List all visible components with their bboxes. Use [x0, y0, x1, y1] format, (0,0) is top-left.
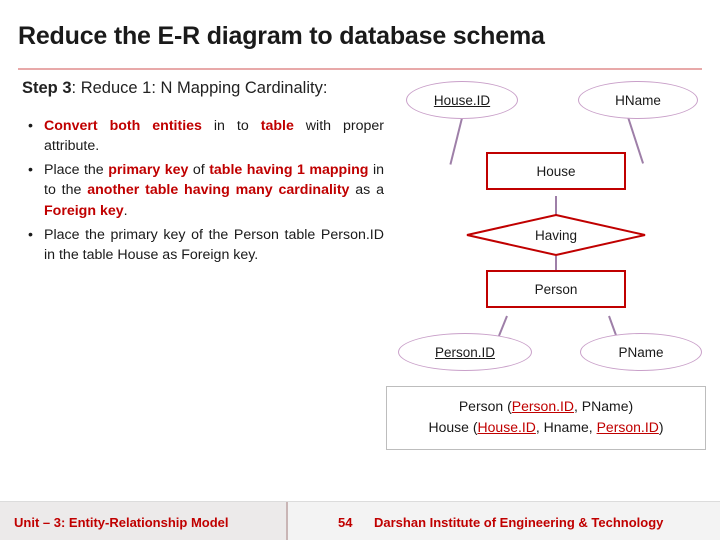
node-person-id-attribute[interactable]: Person.ID: [398, 333, 532, 371]
step-heading: Step 3: Reduce 1: N Mapping Cardinality:: [22, 79, 327, 98]
bullet-marker-icon: •: [28, 162, 33, 179]
footer-left-block: [0, 502, 288, 540]
bullet-text-segment: another table having many cardinality: [87, 182, 350, 199]
schema-house-suffix: ): [658, 419, 664, 435]
bullet-item: • Place the primary key of the Person tab…: [22, 225, 384, 265]
page-title: Reduce the E-R diagram to database schem…: [18, 22, 545, 50]
node-pname-attribute[interactable]: PName: [580, 333, 702, 371]
schema-line-house: House (House.ID, Hname, Person.ID): [397, 417, 695, 438]
schema-result-box: Person (Person.ID, PName) House (House.I…: [386, 386, 706, 450]
connector-house-having: [555, 196, 557, 228]
bullet-marker-icon: •: [28, 226, 33, 243]
node-hname-label: HName: [615, 92, 661, 108]
schema-person-prefix: Person (: [458, 398, 512, 414]
bullet-item: • Place the primary key of table having 1…: [22, 160, 384, 220]
footer-institute-label: Darshan Institute of Engineering & Techn…: [374, 515, 664, 530]
node-house-entity[interactable]: House: [486, 152, 626, 190]
step-heading-prefix: Step 3: [22, 79, 72, 97]
node-having-label: Having: [534, 227, 578, 243]
node-person-id-label: Person.ID: [434, 344, 496, 360]
bullet-text-segment: with proper attribute.: [44, 118, 385, 155]
bullet-text-segment: .: [123, 202, 128, 219]
schema-house-prefix: House (: [428, 419, 478, 435]
bullet-text-segment: in to the: [44, 162, 384, 199]
er-diagram: House.ID HName House Having Person Perso…: [386, 78, 716, 378]
bullet-marker-icon: •: [28, 118, 33, 134]
step-heading-rest: : Reduce 1: N Mapping Cardinality:: [71, 79, 328, 97]
node-hname-attribute[interactable]: HName: [578, 81, 698, 119]
footer-unit-label: Unit – 3: Entity-Relationship Model: [14, 515, 229, 530]
node-house-id-label: House.ID: [433, 92, 491, 108]
schema-line-person: Person (Person.ID, PName): [397, 396, 695, 417]
bullet-text-segment: table having 1 mapping: [209, 162, 369, 179]
node-person-entity[interactable]: Person: [486, 270, 626, 308]
bullet-text-segment: of: [188, 162, 210, 179]
schema-person-primary-key: Person.ID: [511, 398, 575, 414]
bullet-text-segment: in to: [201, 118, 261, 134]
bullet-text-segment: table: [260, 118, 294, 134]
bullet-text-segment: primary key: [108, 162, 189, 179]
bullet-text-segment: Convert both entities: [44, 118, 202, 134]
schema-house-primary-key: House.ID: [477, 419, 536, 435]
title-divider: [18, 68, 702, 70]
bullet-text-segment: Foreign key: [44, 202, 124, 219]
bullet-list: • Convert both entities in to table with …: [22, 116, 384, 269]
bullet-text-segment: as a: [349, 182, 384, 199]
connector-hname-house: [626, 113, 645, 164]
bullet-text-segment: Place the: [44, 162, 109, 179]
schema-house-middle: , Hname,: [535, 419, 597, 435]
node-house-label: House: [536, 163, 576, 179]
schema-house-foreign-key: Person.ID: [596, 419, 659, 435]
footer-page-number: 54: [338, 515, 353, 530]
node-house-id-attribute[interactable]: House.ID: [406, 81, 518, 119]
node-having-relationship[interactable]: Having: [466, 214, 646, 256]
node-person-label: Person: [534, 281, 578, 297]
connector-houseid-house: [449, 113, 464, 165]
bullet-text-segment: Place the primary key of the Person tabl…: [44, 226, 384, 263]
bullet-item: • Convert both entities in to table with …: [22, 116, 384, 156]
node-pname-label: PName: [618, 344, 664, 360]
diamond-shape: [466, 214, 646, 256]
schema-person-suffix: , PName): [574, 398, 634, 414]
